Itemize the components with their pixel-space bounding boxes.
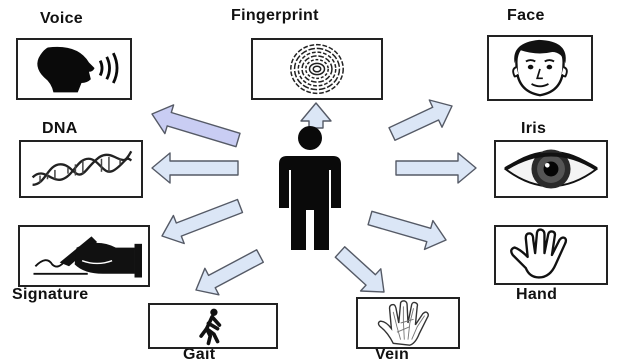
label-fingerprint: Fingerprint [231, 8, 319, 24]
dna-box [19, 140, 143, 198]
arrow-voice [152, 105, 240, 147]
label-dna: DNA [42, 121, 78, 137]
dna-helix-icon [21, 142, 141, 196]
iris-eye-icon [496, 142, 606, 196]
label-iris: Iris [521, 121, 546, 137]
arrow-gait [196, 250, 263, 295]
fingerprint-box [251, 38, 383, 100]
label-signature: Signature [12, 287, 89, 303]
iris-box [494, 140, 608, 198]
arrow-hand [368, 211, 446, 249]
face-icon [489, 37, 591, 99]
arrow-vein [335, 247, 384, 292]
arrow-iris [396, 153, 476, 183]
label-hand: Hand [516, 287, 557, 303]
arrow-signature [162, 200, 243, 244]
person-icon [265, 126, 355, 252]
face-box [487, 35, 593, 101]
arrow-fingerprint [301, 103, 331, 128]
label-gait: Gait [183, 347, 215, 363]
signing-hand-icon [20, 227, 148, 285]
fingerprint-icon [253, 40, 381, 98]
voice-box [16, 38, 132, 100]
walking-person-icon [150, 305, 276, 347]
open-hand-icon [496, 227, 606, 283]
vein-box [356, 297, 460, 349]
signature-box [18, 225, 150, 287]
arrow-dna [152, 153, 238, 183]
hand-vein-icon [358, 299, 458, 347]
label-face: Face [507, 8, 545, 24]
arrow-face [389, 100, 452, 140]
label-voice: Voice [40, 11, 83, 27]
gait-box [148, 303, 278, 349]
hand-box [494, 225, 608, 285]
speaking-head-icon [18, 40, 130, 98]
label-vein: Vein [375, 347, 409, 363]
